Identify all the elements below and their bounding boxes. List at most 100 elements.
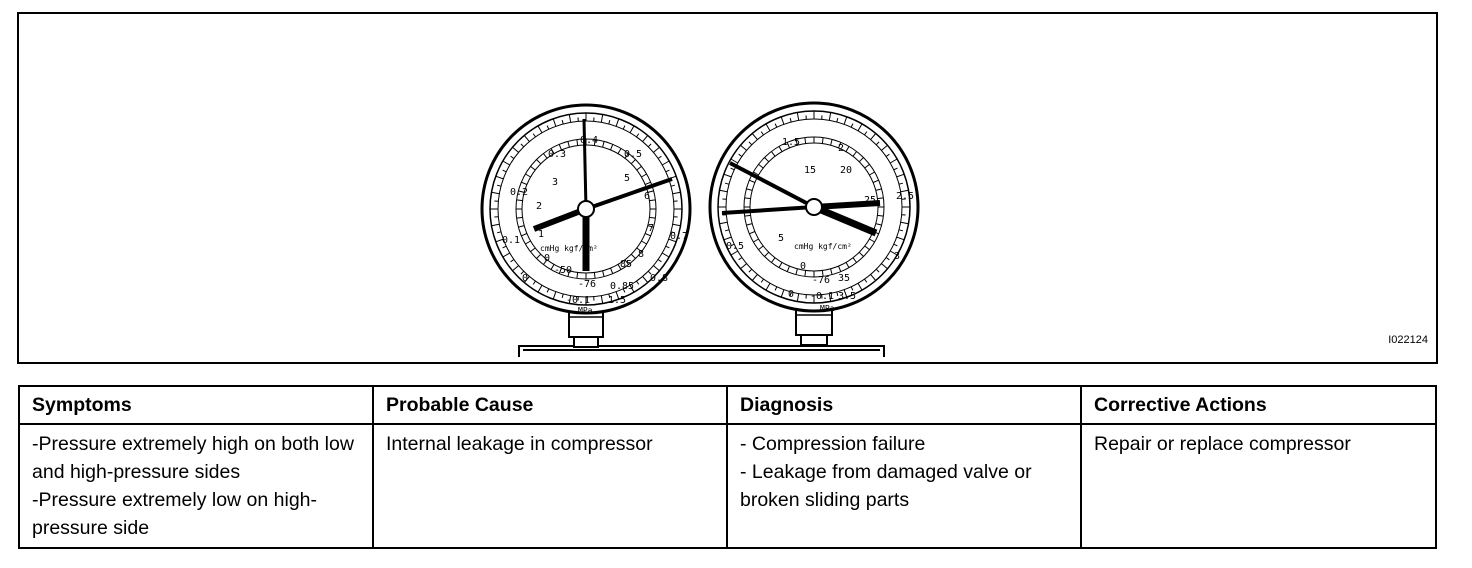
right-gauge-labels: 1.5 2 2.5 3 0.5 0 15 20 25 5 0 -76 35 cm… bbox=[726, 137, 914, 313]
gauge-inner-tick-mark bbox=[869, 238, 875, 243]
symptom-line: -Pressure extremely low on high-pressure… bbox=[32, 489, 318, 539]
gauge-tick-mark bbox=[828, 293, 832, 302]
gauge-tick-mark bbox=[668, 238, 677, 243]
gauge-tick-mark bbox=[661, 160, 670, 166]
gauge-tick-mark bbox=[774, 123, 778, 128]
gauge-tick-mark bbox=[789, 291, 792, 297]
gauge-inner-tick-mark bbox=[821, 137, 824, 144]
gauge-inner-tick-mark bbox=[593, 139, 596, 146]
left-outer-tick: 0.4 bbox=[580, 135, 598, 146]
gauge-inner-tick-mark bbox=[786, 142, 790, 149]
gauge-inner-tick-mark bbox=[795, 139, 798, 146]
gauge-figure: 0.3 0.4 0.5 0.2 0.1 0.7 0.8 0.85 0 3 2 1… bbox=[17, 12, 1438, 364]
gauge-tick-mark bbox=[760, 278, 764, 283]
gauge-tick-mark bbox=[898, 229, 904, 232]
gauge-tick-mark bbox=[850, 286, 854, 291]
right-inner-small: 35 bbox=[838, 273, 850, 284]
gauge-inner-tick-mark bbox=[630, 253, 636, 259]
left-mpa-label: MPa bbox=[578, 306, 593, 315]
gauge-inner-tick-mark bbox=[610, 267, 614, 274]
gauge-tick-mark bbox=[857, 282, 863, 291]
gauge-tick-mark bbox=[491, 191, 500, 195]
gauge-tick-mark bbox=[765, 123, 771, 132]
left-inner-small: 85 bbox=[620, 259, 632, 270]
gauge-inner-tick-mark bbox=[576, 139, 579, 146]
gauge-tick-mark bbox=[670, 231, 676, 234]
left-outer-tick: 0.1 bbox=[502, 235, 520, 246]
gauge-inner-tick-mark bbox=[641, 173, 647, 178]
gauge-inner-tick-mark bbox=[543, 153, 548, 159]
gauge-tick-mark bbox=[552, 291, 557, 300]
gauge-tick-mark bbox=[520, 270, 525, 275]
left-inner-small: -50 bbox=[554, 265, 572, 276]
gauge-inner-tick-mark bbox=[558, 144, 562, 151]
gauge-inner-tick-mark bbox=[649, 199, 656, 202]
gauge-inner-tick-mark bbox=[558, 267, 562, 274]
gauge-inner-tick-mark bbox=[536, 159, 542, 165]
right-outer-tick: 1.5 bbox=[782, 137, 800, 148]
left-gauge-needles bbox=[532, 118, 673, 271]
gauge-tick-mark bbox=[653, 146, 660, 153]
gauge-tick-mark bbox=[512, 146, 519, 153]
cell-corrective-actions: Repair or replace compressor bbox=[1080, 423, 1437, 549]
gauge-tick-mark bbox=[665, 245, 670, 249]
gauge-inner-tick-mark bbox=[804, 137, 807, 144]
gauge-inner-tick-mark bbox=[864, 245, 870, 250]
gauge-inner-tick-mark bbox=[630, 159, 636, 165]
gauge-tick-mark bbox=[537, 125, 543, 134]
gauge-tick-mark bbox=[857, 123, 863, 132]
gauge-tick-mark bbox=[600, 295, 604, 304]
table-header-row: Symptoms Probable Cause Diagnosis Correc… bbox=[18, 385, 1437, 425]
right-bottom-label: 3.5 bbox=[838, 291, 856, 302]
low-pressure-gauge: 0.3 0.4 0.5 0.2 0.1 0.7 0.8 0.85 0 3 2 1… bbox=[480, 103, 692, 348]
gauge-inner-tick-mark bbox=[852, 151, 857, 157]
gauge-inner-tick-mark bbox=[778, 146, 783, 152]
gauge-inner-tick-mark bbox=[518, 225, 525, 228]
gauge-tick-mark bbox=[561, 293, 564, 299]
gauge-inner-tick-mark bbox=[617, 148, 622, 154]
gauge-tick-mark bbox=[608, 293, 611, 299]
gauge-inner-tick-mark bbox=[550, 148, 555, 154]
gauge-inner-tick-mark bbox=[872, 179, 879, 183]
gauge-tick-mark bbox=[881, 263, 888, 270]
gauge-tick-mark bbox=[900, 189, 909, 193]
gauge-tick-mark bbox=[748, 141, 753, 146]
gauge-inner-tick-mark bbox=[764, 157, 770, 163]
gauge-tick-mark bbox=[885, 153, 890, 157]
gauge-tick-mark bbox=[723, 236, 732, 241]
gauge-tick-mark bbox=[636, 133, 640, 138]
gauge-inner-tick-mark bbox=[749, 231, 756, 235]
gauge-inner-tick-mark bbox=[864, 164, 870, 169]
gauge-tick-mark bbox=[636, 280, 640, 285]
gauge-inner-tick-mark bbox=[746, 188, 753, 191]
right-inner-small: 0 bbox=[800, 261, 806, 272]
header-diagnosis: Diagnosis bbox=[726, 385, 1082, 425]
gauge-inner-tick-mark bbox=[647, 190, 654, 193]
high-pressure-gauge: 1.5 2 2.5 3 0.5 0 15 20 25 5 0 -76 35 cm… bbox=[708, 101, 920, 346]
gauge-inner-tick-mark bbox=[602, 270, 605, 277]
gauge-tick-mark bbox=[502, 252, 511, 258]
gauge-tick-mark bbox=[836, 291, 839, 297]
right-outer-tick: 2 bbox=[838, 143, 844, 154]
left-inner-tick: 3 bbox=[552, 177, 558, 188]
gauge-inner-tick-mark bbox=[852, 257, 857, 263]
gauge-tick-mark bbox=[870, 274, 877, 281]
gauge-inner-tick-mark bbox=[830, 139, 833, 146]
left-outer-tick: 0.5 bbox=[624, 149, 642, 160]
gauge-tick-mark bbox=[642, 135, 649, 142]
cell-symptoms: -Pressure extremely high on both low and… bbox=[18, 423, 374, 549]
gauge-tick-mark bbox=[730, 158, 739, 164]
gauge-inner-tick-mark bbox=[521, 233, 528, 237]
gauge-tick-mark bbox=[730, 167, 735, 171]
gauge-inner-tick-mark bbox=[744, 197, 751, 200]
gauge-tick-mark bbox=[881, 144, 888, 151]
gauge-tick-mark bbox=[495, 175, 504, 180]
gauge-tick-mark bbox=[496, 231, 502, 234]
left-outer-tick: 0.8 bbox=[650, 273, 668, 284]
gauge-inner-tick-mark bbox=[521, 181, 528, 185]
gauge-inner-tick-mark bbox=[744, 214, 751, 217]
gauge-inner-tick-mark bbox=[602, 141, 605, 148]
gauge-tick-mark bbox=[502, 245, 507, 249]
gauge-inner-tick-mark bbox=[764, 251, 770, 257]
right-gauge-needles bbox=[721, 161, 881, 237]
